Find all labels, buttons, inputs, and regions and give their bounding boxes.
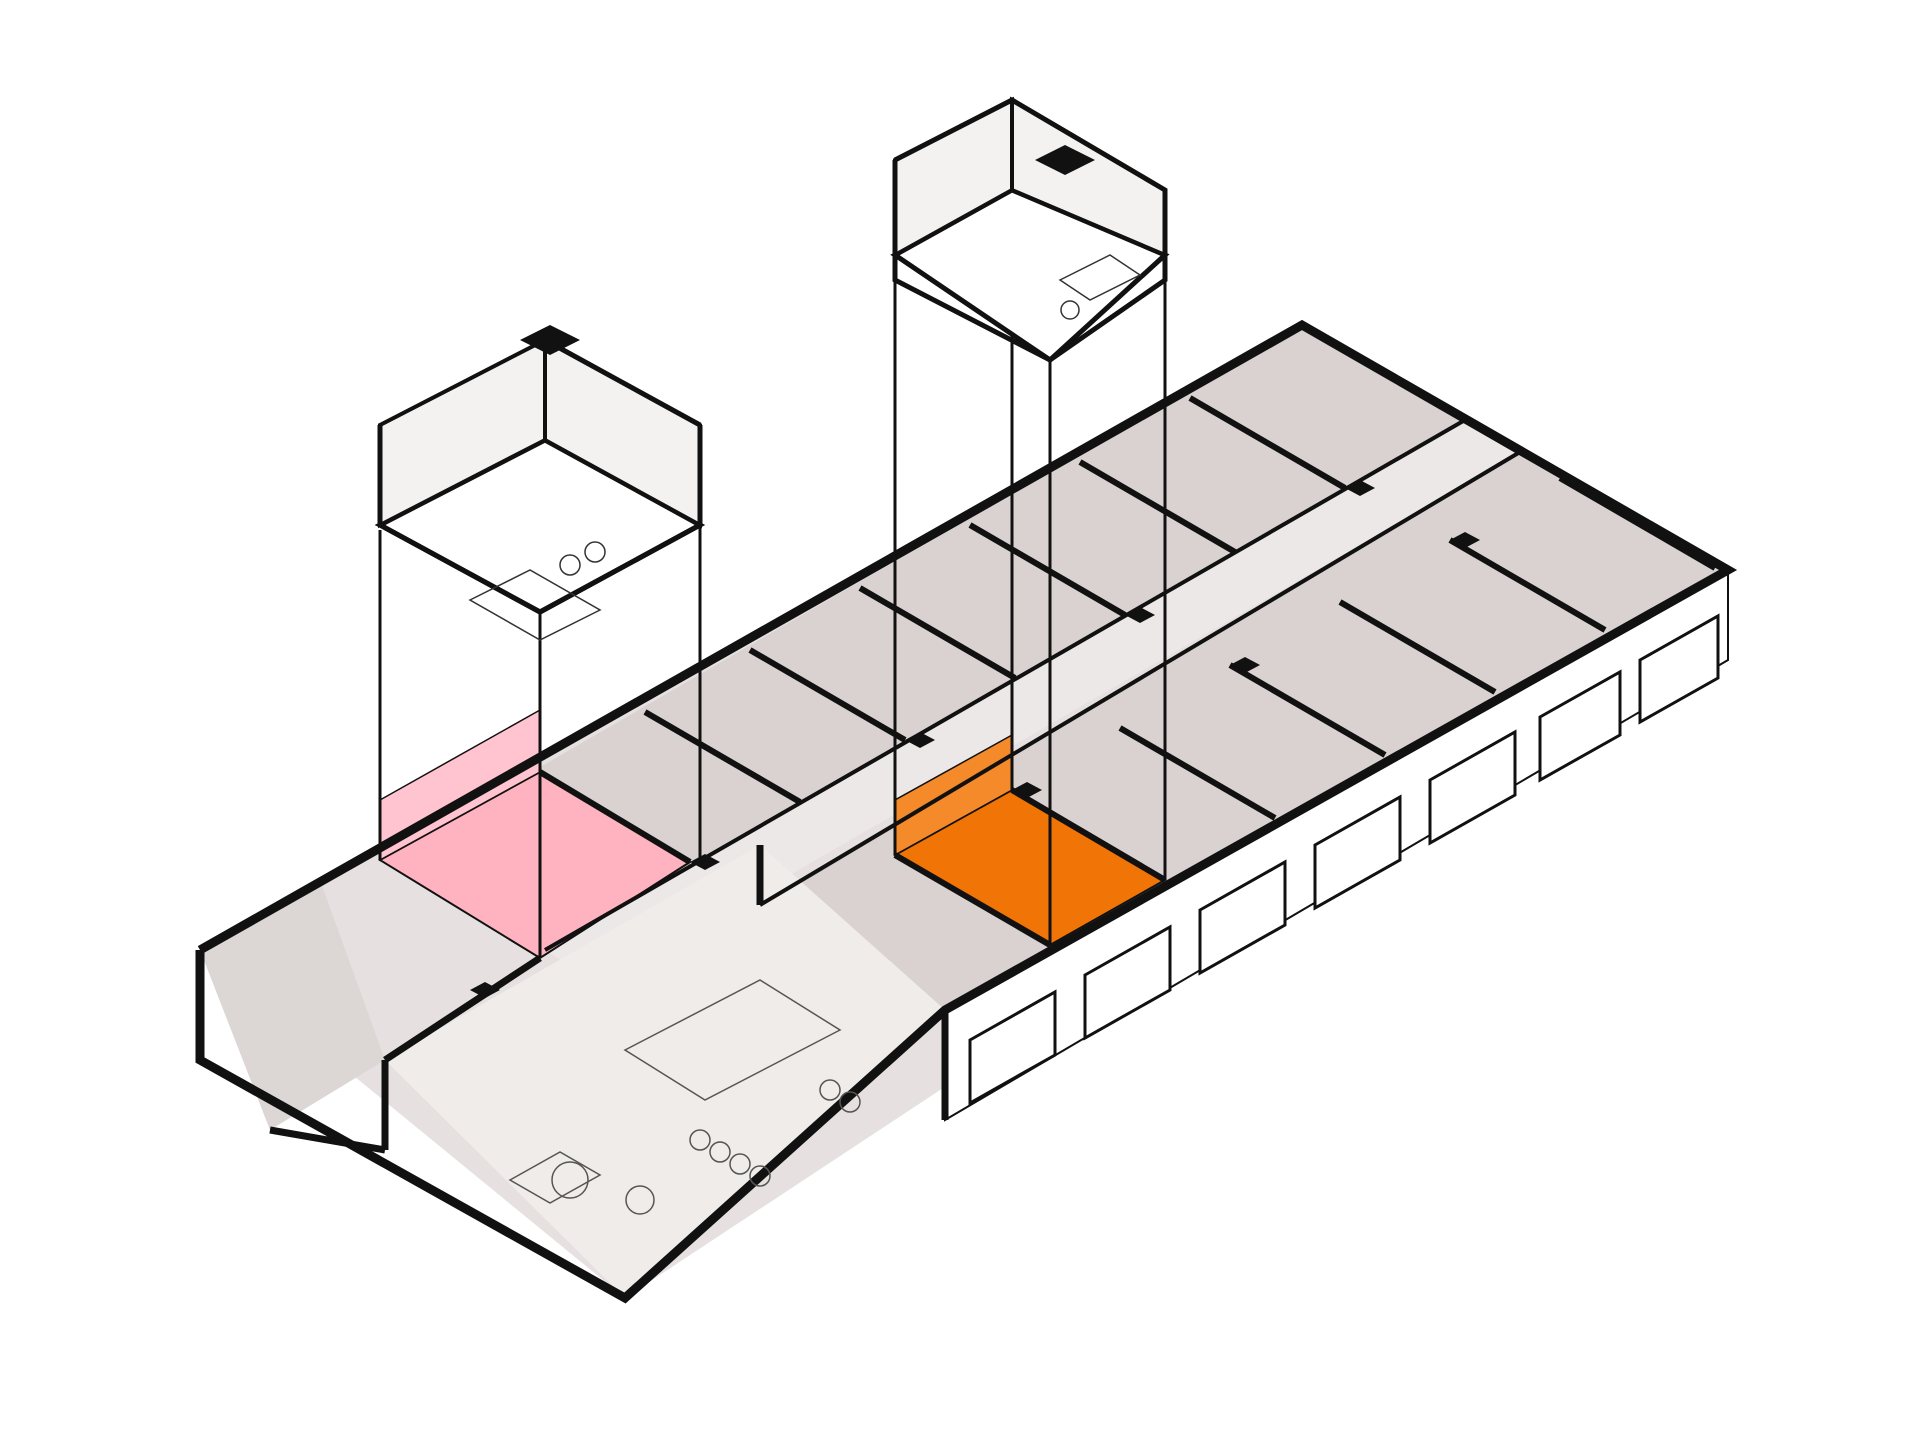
callout-unit-right [890, 96, 1170, 364]
corridor-floor [545, 420, 1520, 985]
lounge-walls [269, 845, 949, 1154]
lounge-floor [385, 845, 945, 1298]
north-rooms-floor [380, 325, 1465, 950]
building [195, 319, 1738, 1304]
callout-right-outline [892, 97, 1168, 363]
leader-lines [378, 255, 1167, 958]
end-room-floor [200, 880, 385, 1130]
callout-unit-left [374, 325, 706, 641]
facade-windows [968, 613, 1720, 1106]
lounge-furniture [508, 979, 861, 1215]
north-partitions [538, 395, 1347, 865]
callout-left-outline [377, 425, 703, 615]
service-shafts [470, 480, 1480, 998]
